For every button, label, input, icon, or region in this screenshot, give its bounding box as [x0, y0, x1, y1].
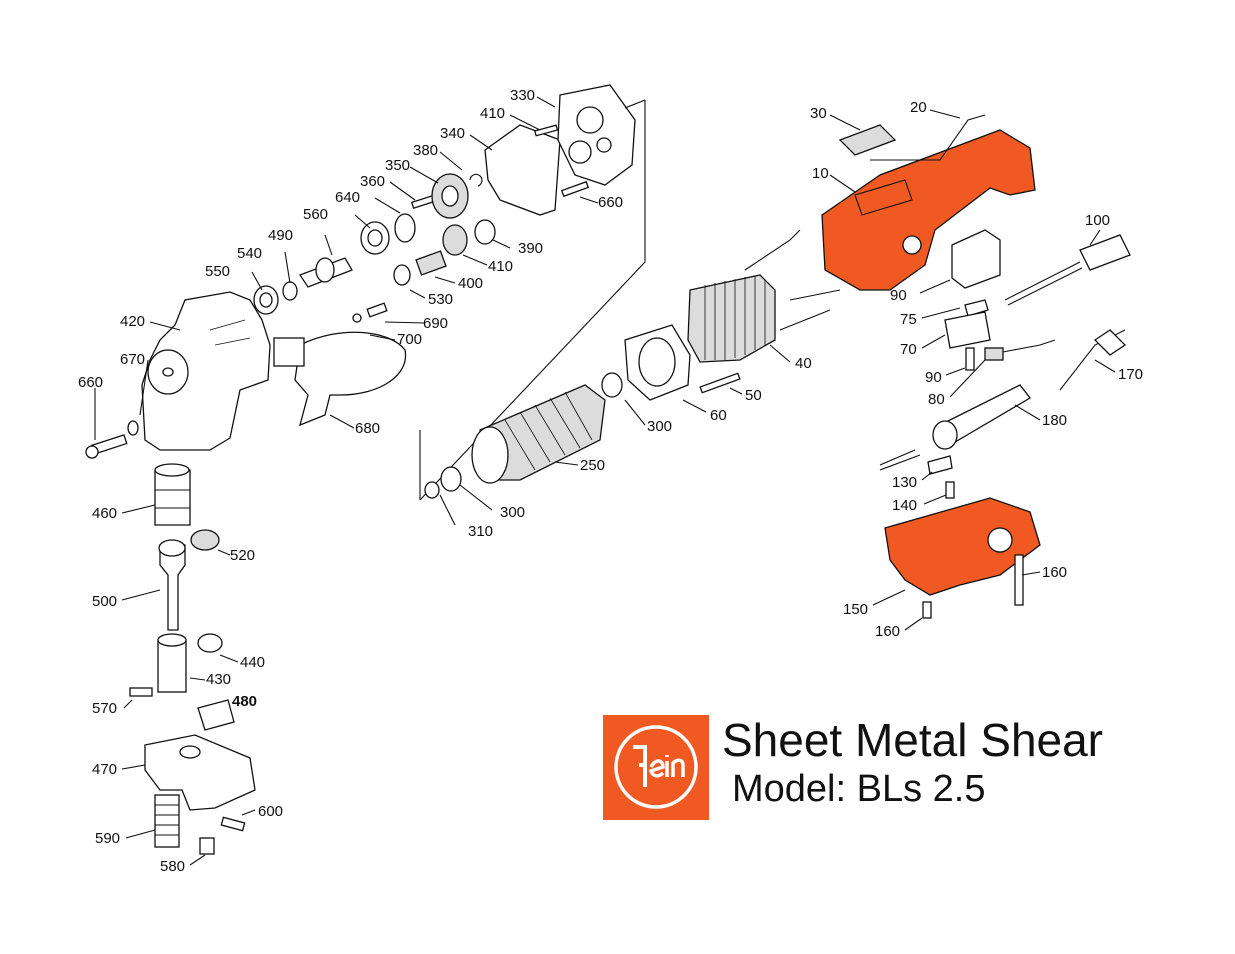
label-410: 410: [480, 105, 505, 122]
label-670: 670: [120, 351, 145, 368]
label-510: 540: [237, 245, 262, 262]
label-430: 430: [206, 671, 231, 688]
motor-assembly: [424, 114, 1131, 619]
label-490: 490: [268, 227, 293, 244]
part-460-sleeve: [154, 469, 191, 526]
label-580: 590: [95, 830, 120, 847]
label-50: 50: [745, 387, 762, 404]
label-160: 160: [875, 623, 900, 640]
label-370: 380: [413, 142, 438, 159]
label-640: 660: [598, 194, 623, 211]
label-680: 680: [355, 420, 380, 437]
label-460: 460: [92, 505, 117, 522]
label-70: 70: [900, 341, 917, 358]
label-100: 90: [890, 287, 907, 304]
diagram-title: Sheet Metal Shear: [722, 714, 1104, 766]
label-300-b: 300: [500, 504, 525, 521]
label-10: 10: [812, 165, 829, 182]
label-530: 520: [230, 547, 255, 564]
label-600: 640: [335, 189, 360, 206]
label-440: 440: [240, 654, 265, 671]
label-120: 100: [1085, 212, 1110, 229]
label-360: 360: [360, 173, 385, 190]
label-550: 560: [303, 206, 328, 223]
label-480: 480: [232, 693, 257, 710]
label-180: 170: [1118, 366, 1143, 383]
label-250: 250: [580, 457, 605, 474]
label-130: 130: [892, 474, 917, 491]
label-570: 580: [160, 858, 185, 875]
label-520: 530: [428, 291, 453, 308]
part-10-motor-housing: [821, 129, 1036, 291]
label-350: 350: [385, 157, 410, 174]
fein-logo-mark: [614, 725, 698, 809]
label-590: 600: [258, 803, 283, 820]
label-470: 470: [92, 761, 117, 778]
label-330: 330: [510, 87, 535, 104]
label-340: 340: [440, 125, 465, 142]
label-500: 500: [92, 593, 117, 610]
label-540: 550: [205, 263, 230, 280]
label-30: 30: [810, 105, 827, 122]
label-310: 310: [468, 523, 493, 540]
label-170: 160: [1042, 564, 1067, 581]
label-20: 20: [910, 99, 927, 116]
label-700: 700: [397, 331, 422, 348]
label-690: 690: [423, 315, 448, 332]
part-40-field: [687, 274, 776, 363]
label-420: 420: [120, 313, 145, 330]
part-680-plate: [294, 331, 407, 427]
label-150: 150: [843, 601, 868, 618]
label-90: 90: [925, 369, 942, 386]
part-500-rod: [159, 544, 186, 631]
label-190: 180: [1042, 412, 1067, 429]
label-400: 410: [488, 258, 513, 275]
part-330-cover: [557, 84, 636, 186]
label-80: 80: [928, 391, 945, 408]
part-150-lower-housing: [884, 497, 1041, 596]
shear-head-assembly: [85, 84, 646, 855]
label-380: 390: [518, 240, 543, 257]
label-60: 60: [710, 407, 727, 424]
model-label: Model: BLs 2.5: [732, 768, 986, 810]
label-140: 140: [892, 497, 917, 514]
part-labels: 330 410 340 380 350 360 640 560 490 540 …: [78, 87, 1143, 875]
label-390: 400: [458, 275, 483, 292]
part-470-lower-jaw: [144, 734, 256, 811]
part-100-switch: [951, 229, 1001, 289]
part-340-gasket: [484, 124, 561, 216]
leader-lines: [94, 96, 1116, 866]
label-560: 570: [92, 700, 117, 717]
label-660: 660: [78, 374, 103, 391]
label-300-a: 300: [647, 418, 672, 435]
label-75: 75: [900, 311, 917, 328]
label-40: 40: [795, 355, 812, 372]
fein-logo: [603, 715, 709, 820]
